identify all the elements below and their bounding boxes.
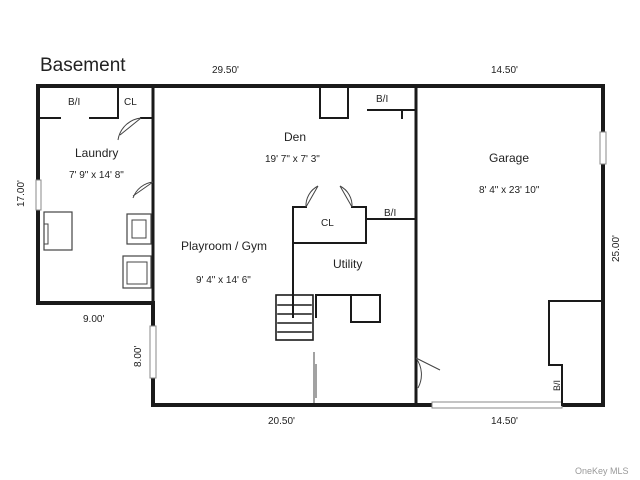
dim-top-right: 14.50': [491, 65, 518, 76]
center-cl-label: CL: [321, 218, 334, 229]
garage-bi-label: B/I: [552, 380, 562, 391]
den-walls: [292, 85, 417, 323]
window-step: [149, 325, 157, 379]
laundry-room-size: 7' 9" x 14' 8": [69, 170, 124, 181]
laundry-door-swing: [132, 181, 154, 199]
garage-room-name: Garage: [489, 151, 529, 165]
den-bi-label: B/I: [376, 94, 388, 105]
window-left: [35, 179, 42, 211]
garage-door-opening: [431, 401, 563, 409]
dim-step-width: 9.00': [83, 314, 104, 325]
laundry-cl-label: CL: [124, 97, 137, 108]
laundry-bi-label: B/I: [68, 97, 80, 108]
center-bi-label: B/I: [384, 208, 396, 219]
laundry-sink-basin: [131, 219, 147, 239]
utility-room-name: Utility: [333, 257, 362, 271]
watermark: OneKey MLS: [575, 466, 629, 476]
garage-room-size: 8' 4" x 23' 10": [479, 185, 540, 196]
outer-walls: [36, 84, 605, 407]
garage-entry-door-swing: [415, 357, 441, 389]
stairs: [275, 294, 314, 341]
dim-top-left: 29.50': [212, 65, 239, 76]
playroom-room-name: Playroom / Gym: [181, 239, 267, 253]
playroom-room-size: 9' 4" x 14' 6": [196, 275, 251, 286]
washer-front: [43, 223, 49, 245]
dim-step-height: 8.00': [133, 346, 144, 367]
laundry-tub: [122, 255, 152, 289]
garage-walls: [548, 300, 604, 406]
plan-title: Basement: [40, 55, 126, 76]
window-right: [599, 131, 607, 165]
laundry-room-name: Laundry: [75, 146, 118, 160]
laundry-sink: [126, 213, 152, 245]
dim-left: 17.00': [16, 180, 27, 207]
laundry-fixtures: [37, 85, 154, 119]
closet-double-door: [305, 185, 353, 208]
den-room-name: Den: [284, 130, 306, 144]
dim-bottom-right: 14.50': [491, 416, 518, 427]
laundry-tub-inner: [126, 261, 148, 285]
laundry-closet-door-swing: [117, 117, 142, 141]
dim-right: 25.00': [611, 235, 622, 262]
dim-bottom-left: 20.50': [268, 416, 295, 427]
den-room-size: 19' 7" x 7' 3": [265, 154, 320, 165]
